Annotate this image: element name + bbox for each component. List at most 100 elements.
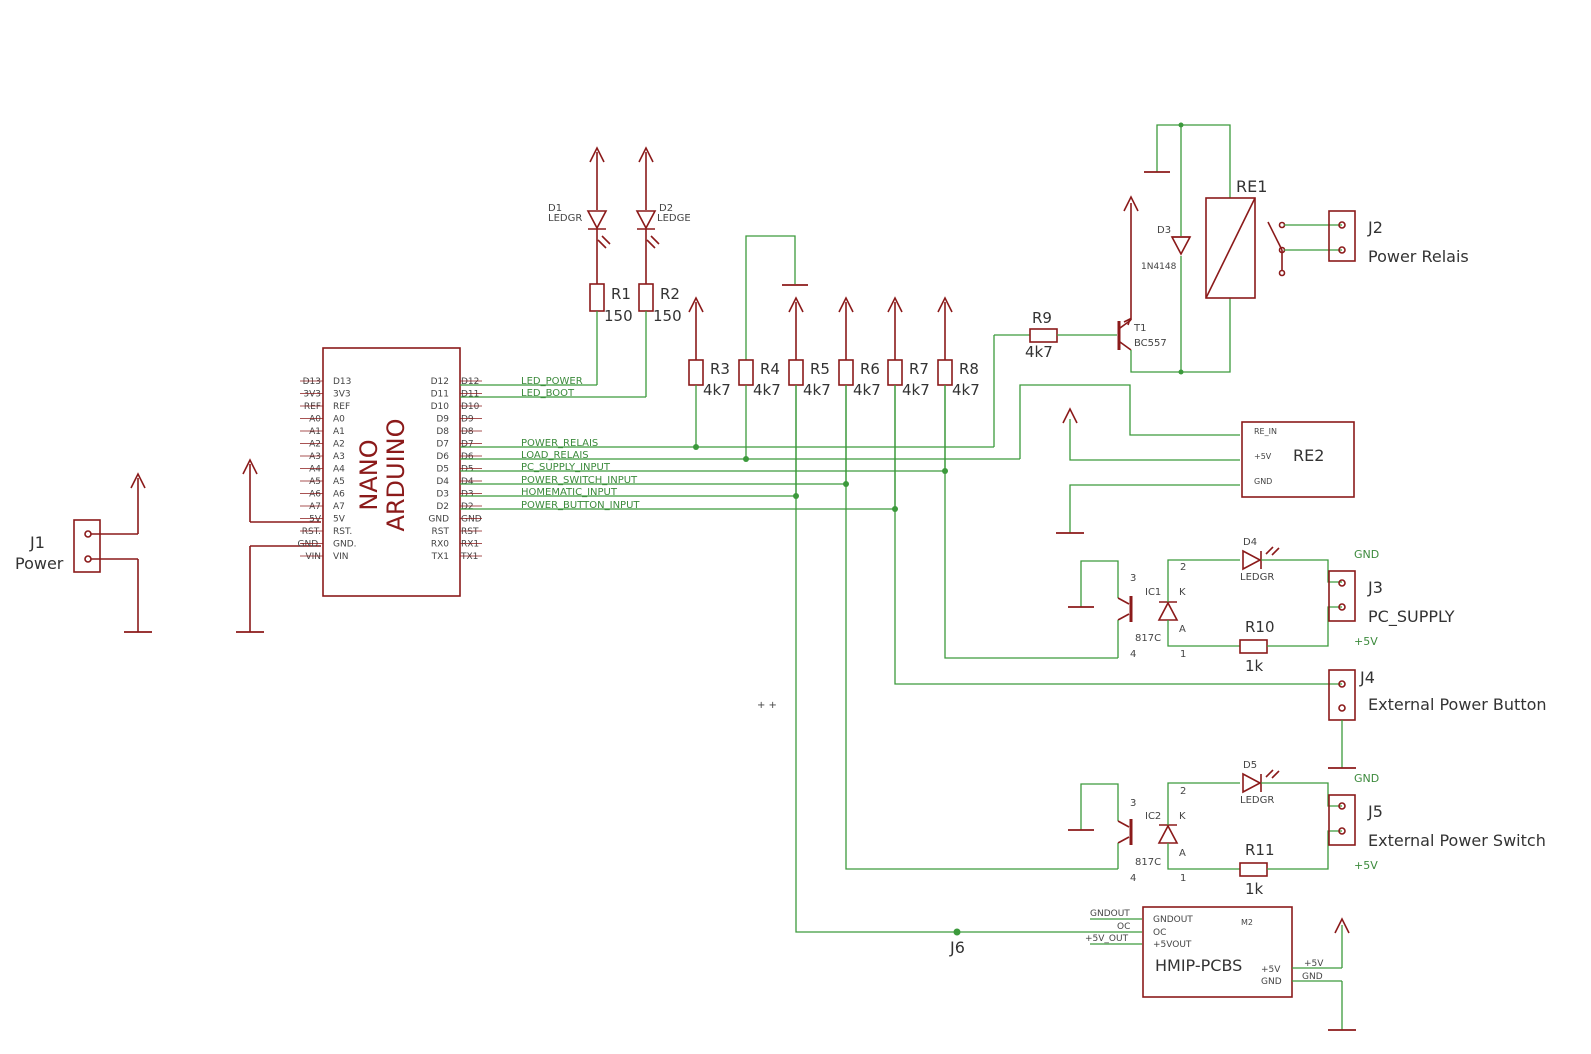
arduino-pin-label: RST. <box>302 527 321 537</box>
hmip-pin-5vout: +5VOUT <box>1153 940 1192 950</box>
arduino-pin-label: D11 <box>461 390 479 400</box>
d5-ref: D5 <box>1243 760 1257 771</box>
j3-ref: J3 <box>1367 578 1383 597</box>
arduino-pin-label: 5V <box>333 515 346 525</box>
j3-gnd: GND <box>1354 548 1379 561</box>
arduino-name-nano: NANO <box>355 439 383 510</box>
j5-ref: J5 <box>1367 802 1383 821</box>
d3-val: 1N4148 <box>1141 262 1177 272</box>
d5-val: LEDGR <box>1240 795 1274 806</box>
resistor-r6 <box>838 359 854 386</box>
t1-val: BC557 <box>1134 338 1167 349</box>
arduino-pin-label: D2 <box>436 502 449 512</box>
diode-d3: D3 1N4148 <box>1141 225 1192 272</box>
ic1-a: A <box>1179 624 1186 635</box>
hmip-pin-gndout: GNDOUT <box>1153 915 1193 925</box>
origin-marks: + + <box>757 700 777 711</box>
led-d2: D2 LEDGE <box>635 146 691 284</box>
arduino-pin-label: D6 <box>461 452 474 462</box>
junction-r3 <box>693 444 699 450</box>
net-pc-supply-input: PC_SUPPLY_INPUT <box>521 462 611 473</box>
d4-ref: D4 <box>1243 537 1257 548</box>
relay-re1: RE1 <box>1205 177 1286 299</box>
junction-r4 <box>743 456 749 462</box>
d1-val: LEDGR <box>548 213 582 224</box>
net-led-boot: LED_BOOT <box>521 388 575 399</box>
j5-gnd: GND <box>1354 772 1379 785</box>
hmip-pin-5v: +5V <box>1261 965 1281 975</box>
hmip-pin-gnd: GND <box>1261 977 1282 987</box>
arduino-pin-label: A5 <box>333 477 345 487</box>
ic2-a: A <box>1179 848 1186 859</box>
net-led-power: LED_POWER <box>521 376 583 387</box>
transistor-t1: T1 BC557 <box>1117 317 1167 351</box>
resistor-r7 <box>887 359 903 386</box>
resistor-r5 <box>788 359 804 386</box>
arduino-pin-label: GND <box>461 515 482 525</box>
arduino-pin-label: A7 <box>333 502 345 512</box>
resistor-r3 <box>688 359 704 386</box>
connector-j4: J4 External Power Button <box>1328 668 1547 721</box>
ic2-val: 817C <box>1135 857 1161 868</box>
r11-val: 1k <box>1245 880 1264 898</box>
ic1-pin1: 1 <box>1180 649 1186 660</box>
arduino-pin-label: D12 <box>431 377 449 387</box>
net-power-button-input: POWER_BUTTON_INPUT <box>521 500 640 511</box>
arduino-pin-label: A2 <box>309 440 321 450</box>
arduino-pin-label: REF <box>333 402 350 412</box>
ic2-ref: IC2 <box>1145 811 1161 822</box>
arduino-pin-label: A1 <box>309 427 321 437</box>
arduino-pin-label: D9 <box>461 415 474 425</box>
re1-ref: RE1 <box>1236 177 1267 196</box>
r3-val: 4k7 <box>703 381 731 399</box>
net-labels: LED_POWER LED_BOOT POWER_RELAIS LOAD_REL… <box>521 376 640 511</box>
r6-val: 4k7 <box>853 381 881 399</box>
resistor-r4 <box>738 359 754 386</box>
arduino-pin-label: REF <box>304 402 321 412</box>
re2-pin-in: RE_IN <box>1254 427 1277 436</box>
hmip-wire-5vout: +5V_OUT <box>1085 934 1129 944</box>
arduino-pin-label: A4 <box>309 465 321 475</box>
hmip-wire-gndout: GNDOUT <box>1090 909 1130 919</box>
junction-j6 <box>953 928 961 936</box>
arduino-pin-label: A2 <box>333 440 345 450</box>
arduino-pin-label: VIN <box>305 552 321 562</box>
arduino-pin-label: D13 <box>333 377 351 387</box>
arduino-pin-label: D5 <box>436 465 449 475</box>
j1-name: Power <box>15 554 64 573</box>
arduino-pin-label: D3 <box>436 490 449 500</box>
net-power-relais: POWER_RELAIS <box>521 438 598 449</box>
j2-ref: J2 <box>1367 218 1383 237</box>
d2-ref: D2 <box>659 203 673 214</box>
hmip-name: HMIP-PCBS <box>1155 956 1242 975</box>
arduino-pin-label: A3 <box>309 452 321 462</box>
ic1-pin4: 4 <box>1130 649 1136 660</box>
connector-j1: J1 Power <box>15 472 152 633</box>
ic2-pin4: 4 <box>1130 873 1136 884</box>
resistor-r9: R9 4k7 <box>1025 309 1058 361</box>
j3-5v: +5V <box>1354 635 1378 648</box>
arduino-pin-label: A4 <box>333 465 345 475</box>
ic1-pin3: 3 <box>1130 573 1136 584</box>
r3-ref: R3 <box>710 360 730 378</box>
j5-5v: +5V <box>1354 859 1378 872</box>
hmip-pin-oc: OC <box>1153 928 1166 938</box>
r8-ref: R8 <box>959 360 979 378</box>
re2-ref: RE2 <box>1293 446 1324 465</box>
connector-j2: J2 Power Relais <box>1328 210 1469 266</box>
arduino-pin-label: A6 <box>309 490 321 500</box>
arduino-pin-label: D10 <box>461 402 480 412</box>
arduino-pin-label: A3 <box>333 452 345 462</box>
d4-val: LEDGR <box>1240 572 1274 583</box>
arduino-pin-label: D4 <box>461 477 474 487</box>
net-power-switch-input: POWER_SWITCH_INPUT <box>521 475 638 486</box>
optocoupler-ic2: 3 4 2 1 K A IC2 817C <box>1068 782 1240 884</box>
j2-name: Power Relais <box>1368 247 1469 266</box>
connector-j5: J5 External Power Switch GND +5V <box>1328 772 1546 872</box>
arduino-pin-label: RST <box>432 527 450 537</box>
arduino-pin-label: A1 <box>333 427 345 437</box>
r11-ref: R11 <box>1245 841 1275 859</box>
j3-name: PC_SUPPLY <box>1368 607 1455 627</box>
